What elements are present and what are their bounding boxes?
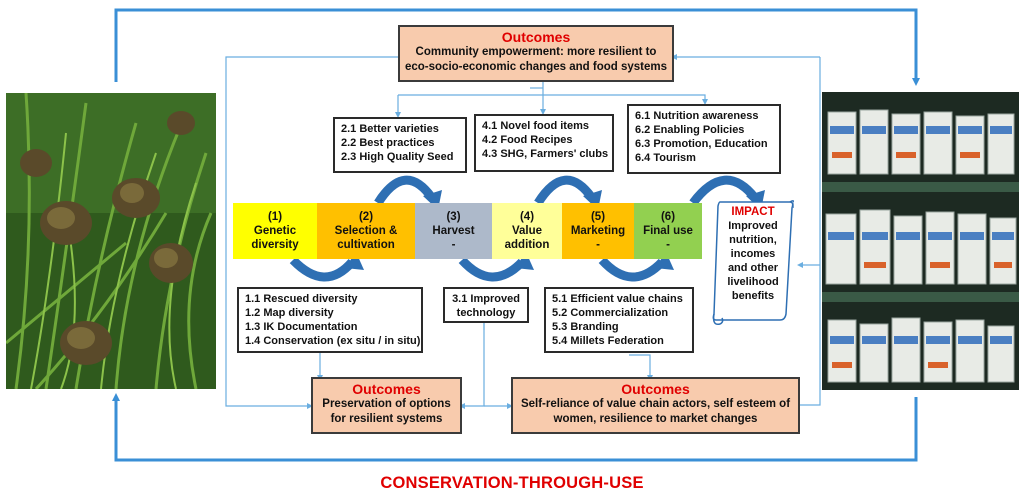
impact-scroll: IMPACT Improved nutrition, incomes and othe… — [712, 196, 794, 328]
thin-connectors — [225, 54, 821, 409]
list-item: 4.3 SHG, Farmers' clubs — [482, 148, 609, 160]
outcome-box-preservation: Outcomes Preservation of options for res… — [311, 377, 462, 434]
list-item: 6.1 Nutrition awareness — [635, 110, 759, 122]
stage-label-line: addition — [504, 239, 550, 251]
stage-label-line: Selection & — [334, 225, 398, 237]
list-item: 1.1 Rescued diversity — [245, 293, 358, 305]
outcome-title: Outcomes — [352, 381, 421, 397]
list-item: 5.2 Commercialization — [552, 307, 669, 319]
impact-title: IMPACT — [731, 206, 775, 218]
stage-label-line: - — [666, 239, 670, 251]
harvest-activities-list: 3.1 Improved technology — [443, 287, 529, 323]
impact-body-line: incomes — [730, 248, 776, 260]
stage-number: (3) — [446, 211, 461, 223]
value-addition-activities-list: 4.1 Novel food items 4.2 Food Recipes 4.… — [474, 114, 614, 172]
stage-number: (2) — [358, 211, 374, 223]
list-item: 6.3 Promotion, Education — [635, 138, 768, 150]
stage-4: (4) Value addition — [492, 203, 562, 259]
outcome-body-line: eco-socio-economic changes and food syst… — [404, 61, 667, 73]
outcome-body-line: Community empowerment: more resilient to — [415, 46, 657, 58]
outcome-body-line: women, resilience to market changes — [553, 413, 758, 425]
list-item: 6.2 Enabling Policies — [635, 124, 745, 136]
stage-label-line: Marketing — [570, 225, 626, 237]
stage-5: (5) Marketing - — [562, 203, 634, 259]
outcome-body-line: Preservation of options — [322, 398, 451, 410]
impact-body-line: nutrition, — [729, 234, 777, 246]
impact-body: Improved nutrition, incomes and other liveli… — [716, 219, 790, 303]
stage-label-line: Genetic — [253, 225, 297, 237]
stage-label-line: - — [596, 239, 600, 251]
marketing-activities-list: 5.1 Efficient value chains 5.2 Commercia… — [544, 287, 694, 353]
final-use-activities-list: 6.1 Nutrition awareness 6.2 Enabling Pol… — [627, 104, 781, 174]
stage-label-line: Harvest — [432, 225, 475, 237]
outcome-title: Outcomes — [501, 29, 571, 45]
list-item: 3.1 Improved — [452, 293, 520, 305]
stage-label-line: Value — [511, 225, 543, 237]
list-item: 4.1 Novel food items — [482, 120, 589, 132]
finger-millet-photo — [6, 93, 216, 389]
outcome-body-line: for resilient systems — [330, 413, 443, 425]
list-item: 1.4 Conservation (ex situ / in situ) — [245, 335, 421, 347]
outcome-box-self-reliance: Outcomes Self-reliance of value chain ac… — [511, 377, 800, 434]
list-item: 2.1 Better varieties — [341, 123, 439, 135]
list-item: 5.3 Branding — [552, 321, 619, 333]
impact-body-line: benefits — [731, 290, 775, 302]
outcome-body-line: Self-reliance of value chain actors, sel… — [520, 398, 791, 410]
list-item: technology — [456, 307, 516, 319]
list-item: 1.2 Map diversity — [245, 307, 334, 319]
list-item: 5.1 Efficient value chains — [552, 293, 683, 305]
stage-6: (6) Final use - — [634, 203, 702, 259]
stage-number: (4) — [519, 211, 535, 223]
stage-label-line: - — [451, 239, 456, 251]
stage-1: (1) Genetic diversity — [233, 203, 317, 259]
stage-number: (1) — [267, 211, 283, 223]
stage-label-line: cultivation — [337, 239, 395, 251]
list-item: 4.2 Food Recipes — [482, 134, 573, 146]
impact-body-line: livelihood — [727, 276, 779, 288]
genetic-diversity-activities-list: 1.1 Rescued diversity 1.2 Map diversity … — [237, 287, 423, 353]
outer-loop-arrow — [112, 8, 920, 462]
stage-label-line: diversity — [251, 239, 299, 251]
list-item: 6.4 Tourism — [635, 152, 696, 164]
stage-3: (3) Harvest - — [415, 203, 492, 259]
stage-number: (6) — [660, 211, 676, 223]
millet-products-shelf-photo — [822, 92, 1019, 390]
impact-body-line: and other — [727, 262, 779, 274]
stage-2: (2) Selection & cultivation — [317, 203, 415, 259]
list-item: 2.2 Best practices — [341, 137, 435, 149]
selection-activities-list: 2.1 Better varieties 2.2 Best practices … — [333, 117, 467, 173]
stage-number: (5) — [590, 211, 606, 223]
stage-label-line: Final use — [643, 225, 693, 237]
list-item: 1.3 IK Documentation — [245, 321, 358, 333]
outcome-box-community: Outcomes Community empowerment: more res… — [398, 25, 674, 82]
list-item: 2.3 High Quality Seed — [341, 151, 454, 163]
diagram-title: CONSERVATION-THROUGH-USE — [380, 474, 644, 492]
scroll-shape — [712, 200, 794, 326]
impact-body-line: Improved — [728, 220, 778, 232]
list-item: 5.4 Millets Federation — [552, 335, 664, 347]
outcome-title: Outcomes — [621, 381, 690, 397]
